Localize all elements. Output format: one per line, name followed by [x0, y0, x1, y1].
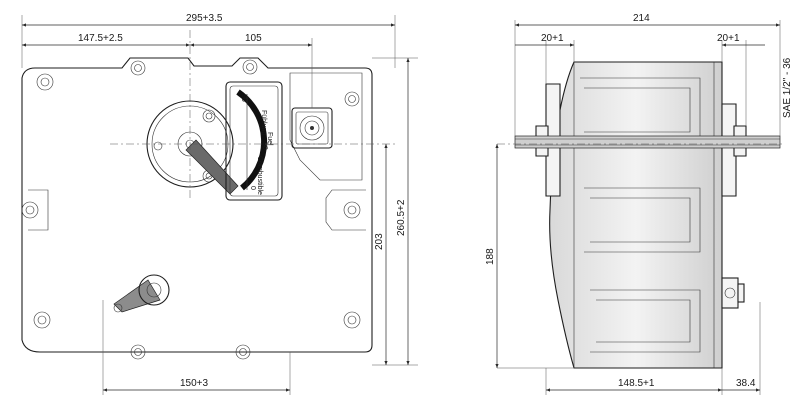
front-housing-outline [21, 57, 373, 353]
pointer-arm [185, 139, 239, 195]
dim-shaft-to-connector: 105 [245, 33, 262, 44]
dim-height: 188 [485, 248, 496, 265]
side-ribs [573, 62, 715, 368]
fuel-scale-plate: 90 50 0 Fühlung Fuel Combustible [225, 81, 283, 201]
thread-spec: SAE 1/2" - 36 [782, 57, 793, 118]
side-housing-body [549, 61, 723, 369]
front-inner-line-right [325, 189, 366, 231]
screw-boss [153, 141, 163, 151]
screw-boss [130, 344, 146, 360]
dim-height-to-shaft: 203 [374, 233, 385, 250]
scale-tick-mid: 50 [261, 142, 268, 150]
scale-label-fuel-en: Fuel [266, 132, 273, 146]
drive-shaft [514, 135, 781, 149]
scale-label-fuel-fr: Combustible [256, 156, 263, 195]
screw-boss [344, 91, 360, 107]
dim-overall-height: 260.5+2 [396, 199, 407, 236]
scale-tick-bottom: 0 [249, 186, 256, 190]
screw-boss [343, 201, 361, 219]
front-inner-line [28, 189, 49, 231]
screw-boss [242, 59, 258, 75]
screw-boss [36, 73, 54, 91]
dim-bottom-width: 150+3 [180, 378, 209, 389]
right-flange [721, 103, 737, 197]
dim-overall-depth: 214 [633, 13, 650, 24]
dim-left-flange: 20+1 [541, 33, 564, 44]
electrical-connector [291, 107, 333, 149]
side-connector [721, 277, 745, 309]
screw-boss [21, 201, 39, 219]
front-view: 90 50 0 Fühlung Fuel Combustible [21, 13, 418, 395]
dim-left-to-shaft: 147.5+2.5 [78, 33, 123, 44]
dim-overall-width: 295+3.5 [186, 13, 223, 24]
screw-boss [202, 109, 216, 123]
dim-connector-length: 38.4 [736, 378, 756, 389]
dim-bottom-depth: 148.5+1 [618, 378, 655, 389]
screw-boss [130, 60, 146, 76]
front-inner-outline [289, 72, 363, 181]
screw-boss [343, 311, 361, 329]
dim-right-flange: 20+1 [717, 33, 740, 44]
side-view: 214 20+1 20+1 SAE 1/2" - 36 188 148.5+1 … [485, 13, 793, 395]
scale-label-fuel-de: Fühlung [260, 110, 267, 135]
scale-tick-top: 90 [240, 94, 247, 102]
screw-boss [33, 311, 51, 329]
lever-arm [113, 274, 170, 313]
screw-boss [235, 344, 251, 360]
